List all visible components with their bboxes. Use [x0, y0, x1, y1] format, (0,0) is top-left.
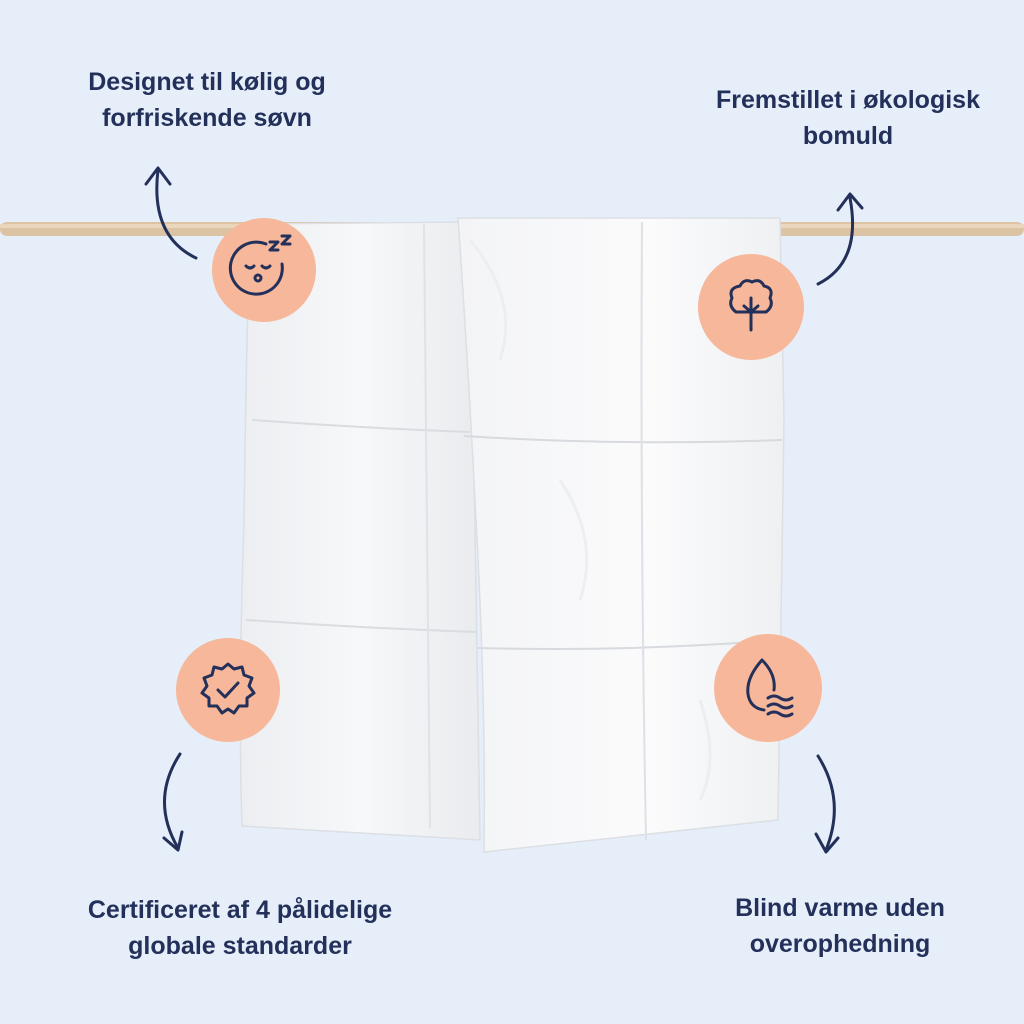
- feature-caption-organic: Fremstillet i økologisk bomuld: [688, 82, 1008, 154]
- sleep-badge: [212, 218, 316, 322]
- caption-line: bomuld: [802, 122, 894, 150]
- moisture-waves-icon: [746, 658, 794, 718]
- arrow-top-left: [144, 166, 198, 260]
- caption-line: Fremstillet i økologisk: [716, 86, 980, 114]
- certificate-badge: [176, 638, 280, 742]
- duvet-back-panel: [239, 221, 481, 841]
- feature-caption-cooling: Designet til kølig og forfriskende søvn: [52, 64, 362, 136]
- caption-line: Blind varme uden: [735, 894, 945, 922]
- sleep-face-icon: [228, 234, 292, 296]
- cotton-plant-icon: [729, 279, 773, 332]
- arrow-bottom-right: [814, 754, 840, 854]
- caption-line: Designet til kølig og: [88, 68, 326, 96]
- caption-line: Certificeret af 4 pålidelige: [87, 896, 393, 924]
- feature-caption-certified: Certificeret af 4 pålidelige globale sta…: [40, 892, 440, 964]
- cotton-badge: [698, 254, 804, 360]
- arrow-top-right: [816, 192, 864, 286]
- certified-badge-icon: [200, 662, 256, 715]
- caption-line: forfriskende søvn: [102, 104, 312, 132]
- arrow-bottom-left: [162, 752, 184, 852]
- duvet-front-panel: [457, 217, 785, 853]
- caption-line: overophedning: [749, 930, 931, 958]
- caption-line: globale standarder: [128, 932, 352, 960]
- temperature-badge: [714, 634, 822, 742]
- feature-caption-warmth: Blind varme uden overophedning: [700, 890, 980, 962]
